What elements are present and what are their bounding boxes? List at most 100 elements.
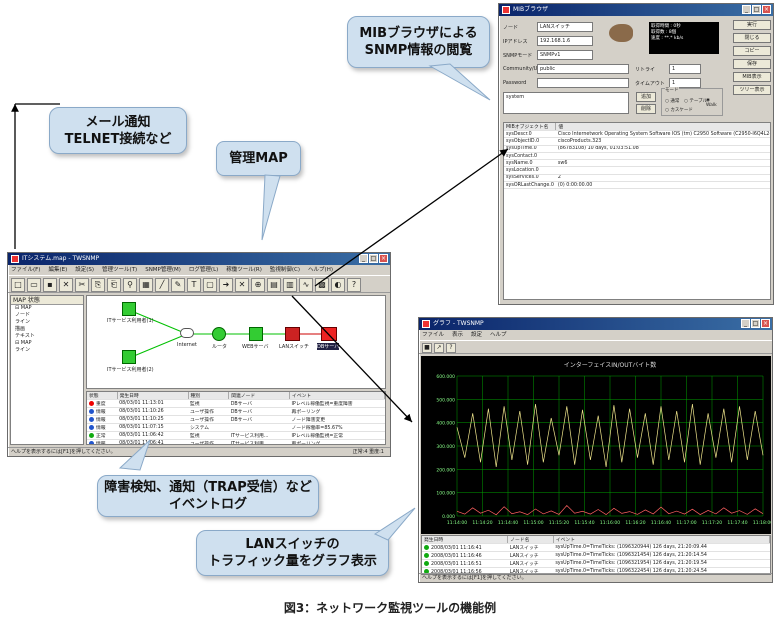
tree-item[interactable]: 描画 <box>15 326 26 332</box>
log-header[interactable]: 状態 <box>87 392 118 400</box>
tab-map[interactable]: MAP <box>13 297 26 304</box>
mib-close-button[interactable]: × <box>762 5 771 14</box>
zoom-icon[interactable]: ⊕ <box>251 278 265 292</box>
poll-icon[interactable]: ◐ <box>331 278 345 292</box>
graph-log-header[interactable]: ノード名 <box>507 536 554 544</box>
print-icon[interactable]: ■ <box>422 343 432 353</box>
graph-maximize-button[interactable]: □ <box>751 319 760 328</box>
tree-item[interactable]: ライン <box>15 319 31 325</box>
find-icon[interactable]: ⚲ <box>123 278 137 292</box>
graph-minimize-button[interactable]: _ <box>741 319 750 328</box>
password-field[interactable] <box>537 78 629 88</box>
graph-log-header[interactable]: イベント <box>553 536 770 544</box>
radio-table[interactable]: ○ テーブル <box>684 99 708 104</box>
menu-item-3[interactable]: 管理ツール(T) <box>102 267 138 273</box>
menu-item-1[interactable]: 編集(E) <box>48 267 68 273</box>
graph-menu-item-0[interactable]: ファイル <box>422 332 445 338</box>
tree-item[interactable]: ⊟ MAP <box>15 340 32 346</box>
tree-item[interactable]: ライン <box>15 347 31 353</box>
table-icon[interactable]: ▥ <box>283 278 297 292</box>
save-icon[interactable]: ▪ <box>43 278 57 292</box>
node-field[interactable]: LANスイッチ <box>537 22 593 32</box>
open-icon[interactable]: ▭ <box>27 278 41 292</box>
table-row[interactable]: sysUpTime.0(86783108) 10 days, 01:03:51.… <box>504 145 770 153</box>
cut-icon[interactable]: ✂ <box>75 278 89 292</box>
timeout-select[interactable]: 1 <box>669 78 701 88</box>
retry-select[interactable]: 1 <box>669 64 701 74</box>
help-icon[interactable]: ? <box>446 343 456 353</box>
delete-button[interactable]: 削除 <box>636 104 656 114</box>
rect-icon[interactable]: ▢ <box>203 278 217 292</box>
text-icon[interactable]: T <box>187 278 201 292</box>
node-icon[interactable]: ▦ <box>139 278 153 292</box>
graph-menu-item-2[interactable]: 設定 <box>471 332 483 338</box>
log-header[interactable]: イベント <box>289 392 385 400</box>
mib-title-bar[interactable]: MIBブラウザ _□× <box>499 4 773 16</box>
graph-menu-item-3[interactable]: ヘルプ <box>490 332 507 338</box>
menu-item-8[interactable]: ヘルプ(H) <box>308 267 333 273</box>
node-web[interactable] <box>249 327 263 341</box>
mib-button-5[interactable]: ツリー表示 <box>733 85 771 95</box>
mib-header[interactable]: MIBオブジェクト名 <box>504 123 557 131</box>
node-router[interactable] <box>212 327 226 341</box>
mib-button-3[interactable]: 保存 <box>733 59 771 69</box>
mib-maximize-button[interactable]: □ <box>752 5 761 14</box>
menu-item-5[interactable]: ログ管理(L) <box>188 267 219 273</box>
tab-status[interactable]: 状態 <box>27 297 40 304</box>
mib-minimize-button[interactable]: _ <box>742 5 751 14</box>
delete-icon[interactable]: ✕ <box>59 278 73 292</box>
menu-item-0[interactable]: ファイル(F) <box>11 267 41 273</box>
graph-icon[interactable]: ∿ <box>299 278 313 292</box>
arrow-icon[interactable]: ➜ <box>219 278 233 292</box>
copy-icon[interactable]: ⎘ <box>91 278 105 292</box>
oid-field[interactable]: system <box>503 92 629 114</box>
new-icon[interactable]: □ <box>11 278 25 292</box>
table-row[interactable]: sysLocation.0 <box>504 166 770 175</box>
menu-item-7[interactable]: 監視制御(C) <box>269 267 301 273</box>
table-row[interactable]: sysContact.0 <box>504 152 770 161</box>
cross-icon[interactable]: ✕ <box>235 278 249 292</box>
map-icon[interactable]: ▤ <box>267 278 281 292</box>
add-button[interactable]: 追加 <box>636 92 656 102</box>
log-header[interactable]: 種別 <box>188 392 230 400</box>
minimize-button[interactable]: _ <box>359 254 368 263</box>
community-field[interactable]: public <box>537 64 629 74</box>
radio-walk[interactable]: ◉ Walk <box>706 98 717 108</box>
log-header[interactable]: 発生日時 <box>117 392 189 400</box>
node-lanswitch[interactable] <box>285 327 300 341</box>
radio-cascade[interactable]: ○ カスケード <box>665 108 693 113</box>
tree-item[interactable]: ⊟ MAP <box>15 305 32 311</box>
node-user2[interactable] <box>122 350 136 364</box>
snmp-mode-select[interactable]: SNMPv1 <box>537 50 593 60</box>
close-button[interactable]: × <box>379 254 388 263</box>
menu-item-4[interactable]: SNMP管理(M) <box>145 267 181 273</box>
tree-item[interactable]: ノード <box>15 312 31 318</box>
tree-item[interactable]: テキスト <box>15 333 35 339</box>
mib-button-2[interactable]: コピー <box>733 46 771 56</box>
graph-log-header[interactable]: 発生日時 <box>422 536 509 544</box>
mib-button-0[interactable]: 実行 <box>733 20 771 30</box>
menu-item-6[interactable]: 稼働ツール(R) <box>226 267 262 273</box>
draw-icon[interactable]: ✎ <box>171 278 185 292</box>
log-header[interactable]: 関連ノード <box>228 392 291 400</box>
ip-field[interactable]: 192.168.1.6 <box>537 36 593 46</box>
chart-icon[interactable]: ↗ <box>434 343 444 353</box>
maximize-button[interactable]: □ <box>369 254 378 263</box>
help-icon[interactable]: ? <box>347 278 361 292</box>
mib-button-1[interactable]: 閉じる <box>733 33 771 43</box>
radio-normal[interactable]: ○ 通常 <box>665 99 680 104</box>
line-icon[interactable]: ╱ <box>155 278 169 292</box>
